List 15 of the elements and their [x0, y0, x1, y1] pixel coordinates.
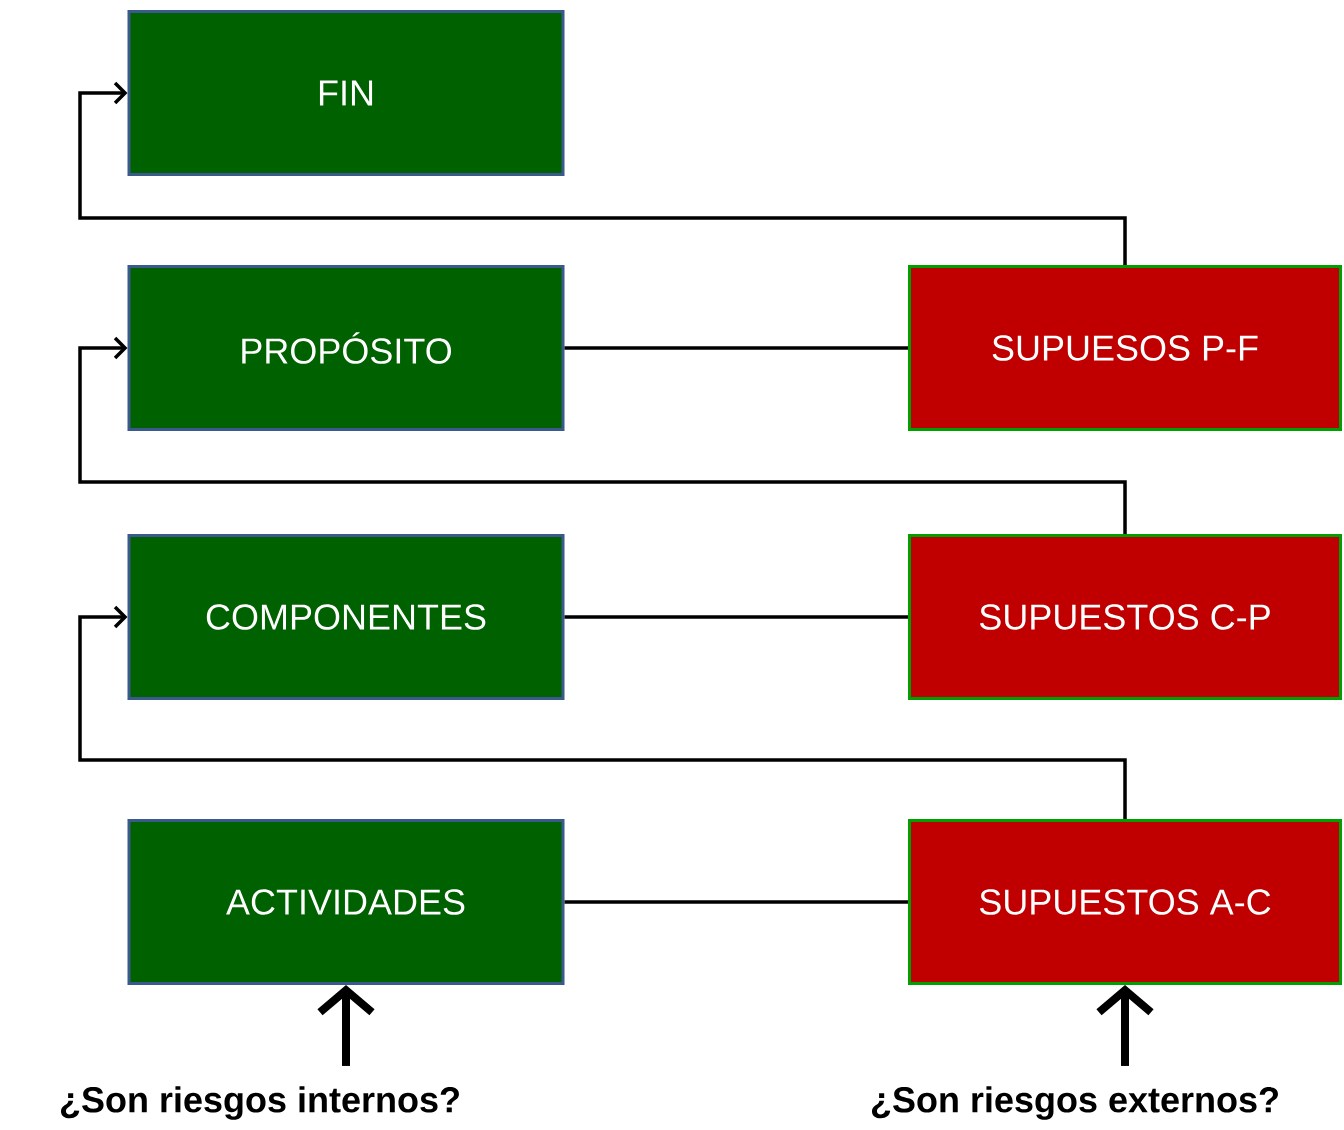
assumption-box: SUPUESOS P-F	[908, 265, 1342, 431]
question-text: ¿Son riesgos internos?	[61, 1086, 459, 1120]
connector-arrow	[78, 81, 1127, 265]
connector-arrow	[78, 605, 1127, 819]
process-box: PROPÓSITO	[127, 265, 565, 431]
connector-line	[564, 900, 908, 904]
process-box: FIN	[127, 10, 565, 176]
process-box: ACTIVIDADES	[127, 819, 565, 985]
connector-line	[564, 615, 908, 619]
connector-arrow	[78, 336, 1127, 534]
assumption-box: SUPUESTOS C-P	[908, 534, 1342, 700]
connector-line	[564, 346, 908, 350]
question-text: ¿Son riesgos externos?	[871, 1086, 1278, 1120]
process-box: COMPONENTES	[127, 534, 565, 700]
assumption-box: SUPUESTOS A-C	[908, 819, 1342, 985]
